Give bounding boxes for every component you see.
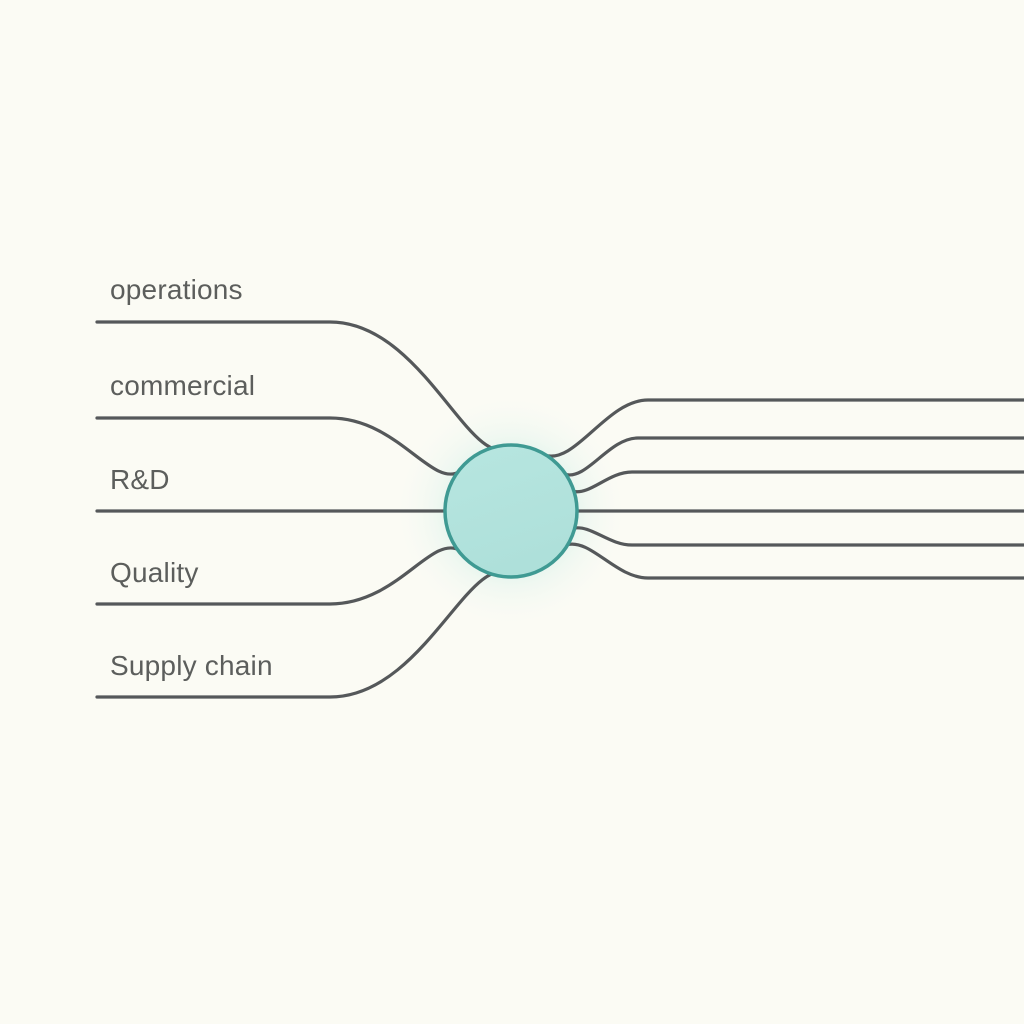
central-hub-node-group[interactable]	[443, 443, 579, 579]
input-quality-edge	[95, 546, 461, 606]
input-label-quality: Quality	[110, 557, 199, 588]
input-label-rd: R&D	[110, 464, 170, 495]
input-label-commercial: commercial	[110, 370, 256, 401]
output-1-edge	[542, 398, 1024, 458]
central-hub-circle[interactable]	[443, 443, 579, 579]
input-label-supply-chain: Supply chain	[110, 650, 273, 681]
output-3-edge	[571, 470, 1024, 494]
input-commercial-edge	[95, 416, 461, 476]
input-label-operations: operations	[110, 274, 243, 305]
output-5-edge	[572, 526, 1024, 547]
output-6-edge	[564, 542, 1024, 580]
output-2-edge	[562, 436, 1024, 477]
output-edges-group	[542, 398, 1024, 580]
